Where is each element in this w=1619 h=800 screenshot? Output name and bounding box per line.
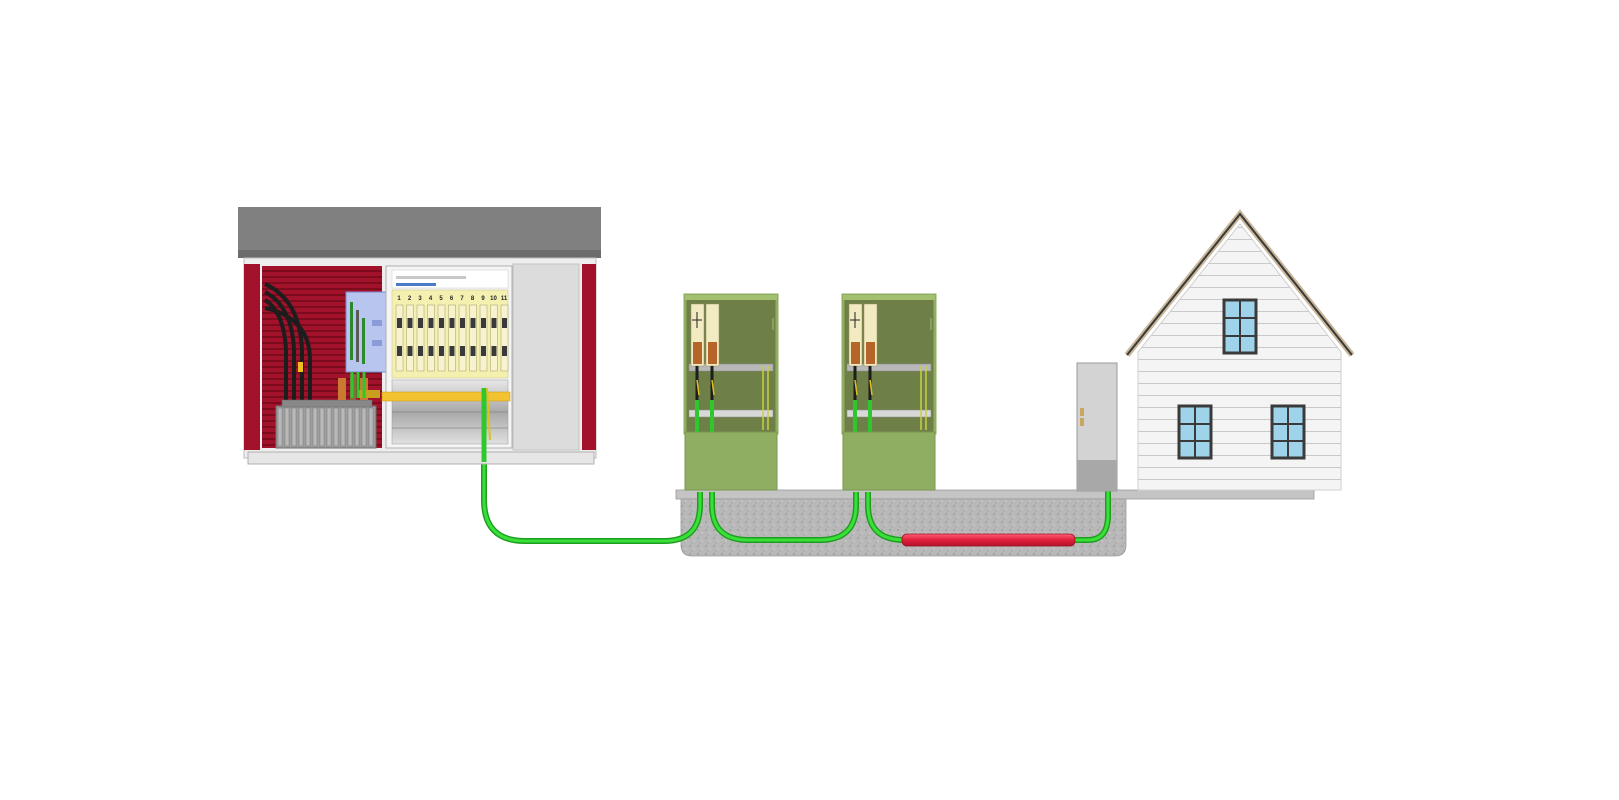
distribution-cabinet-1 (683, 293, 779, 491)
fuse-label: 10 (490, 296, 497, 302)
fuse-holder (437, 304, 446, 372)
fuse-contact (397, 318, 402, 328)
fuse-label: 1 (397, 296, 401, 302)
fuse-holder (416, 304, 425, 372)
fuse-label: 6 (450, 296, 454, 302)
transformer-icon (275, 374, 377, 449)
fuse-contact (449, 346, 455, 356)
fuse-holder (500, 304, 509, 372)
fuse-contact (470, 318, 476, 328)
house-icon (1124, 209, 1355, 491)
house-window-attic (1222, 298, 1258, 355)
fuse-contact (407, 346, 413, 356)
distribution-cabinet-2 (841, 293, 937, 491)
fuse-holder (848, 303, 878, 367)
fuse-contact (439, 346, 444, 356)
fuse-contact (470, 346, 476, 356)
switchgear-panel (345, 291, 389, 398)
fuse-contact (418, 346, 423, 356)
fuse-label: 4 (429, 296, 433, 302)
fuse-contact (428, 346, 434, 356)
fuse-contact (481, 318, 486, 328)
fuse-label: 8 (471, 296, 475, 302)
fuse-contact (502, 318, 507, 328)
fuse-contact (407, 318, 413, 328)
hv-cables (263, 282, 312, 446)
fuse-label: 7 (460, 296, 464, 302)
ground-surface (675, 489, 1315, 500)
substation-roof-edge (238, 250, 601, 258)
fuse-holder (458, 304, 467, 372)
fuse-contact (481, 346, 486, 356)
substation-roof (238, 207, 601, 257)
fuse-label: 9 (481, 296, 485, 302)
fuse-contact (491, 318, 497, 328)
fuse-contact (439, 318, 444, 328)
substation-gray-compartment (512, 263, 580, 451)
fuse-contact (449, 318, 455, 328)
fuse-contact (460, 346, 465, 356)
fuse-holder (490, 304, 498, 372)
protective-red-conduit (901, 533, 1076, 547)
fuse-label: 3 (418, 296, 422, 302)
fuse-holder (406, 304, 414, 372)
trench (680, 498, 1127, 557)
fuse-contact (397, 346, 402, 356)
fuse-contact (418, 318, 423, 328)
fuse-holder (427, 304, 435, 372)
cable-substation-to-cabinet-1 (481, 462, 703, 544)
house-window-left (1177, 404, 1213, 460)
fuse-contact (428, 318, 434, 328)
meter-box-icon (1076, 362, 1118, 492)
fuse-holder (469, 304, 477, 372)
fuse-label: 2 (408, 296, 412, 302)
house-window-right (1270, 404, 1306, 460)
substation-corner-left (244, 264, 260, 450)
house-body (1137, 223, 1342, 491)
fuse-label: 11 (501, 296, 508, 302)
underground-cables (481, 462, 1111, 547)
fuse-holder (690, 303, 720, 367)
fuse-holder (448, 304, 456, 372)
substation-corner-right (582, 264, 596, 450)
fuse-contact (491, 346, 497, 356)
fuse-contact (502, 346, 507, 356)
substation-base (247, 451, 595, 465)
fuse-holder (479, 304, 488, 372)
fuse-label: 5 (439, 296, 443, 302)
fuse-holder (395, 304, 404, 372)
fuse-contact (460, 318, 465, 328)
